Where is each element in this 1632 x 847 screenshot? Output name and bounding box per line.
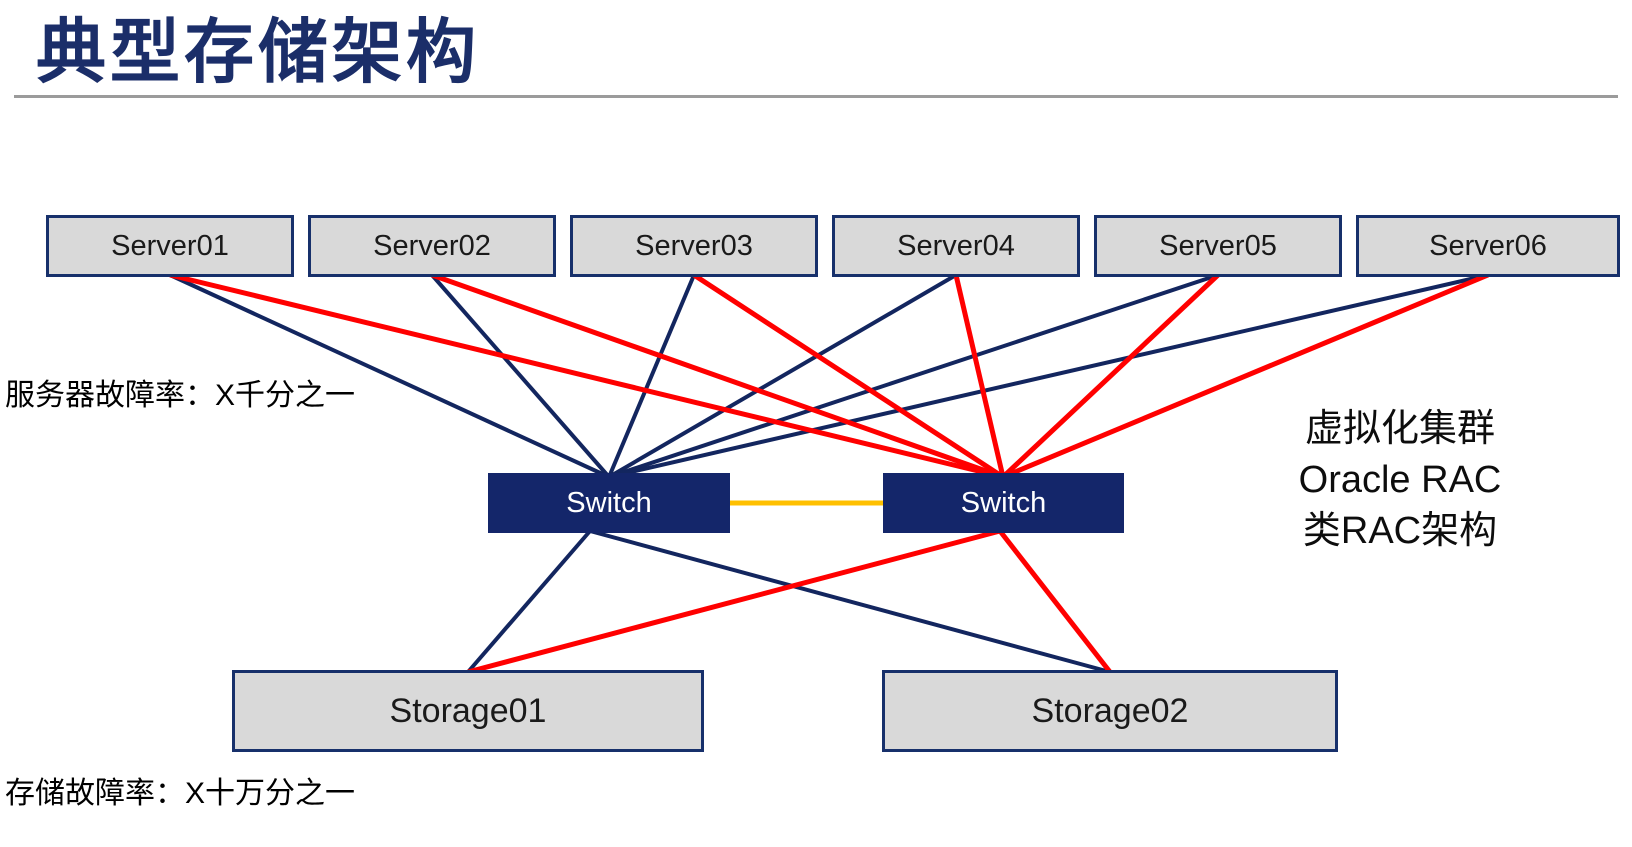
cluster-annotation-line-2: Oracle RAC: [1298, 459, 1502, 501]
cluster-annotation: 虚拟化集群 Oracle RAC 类RAC架构: [1278, 404, 1522, 557]
server-failure-note: 服务器故障率：X千分之一: [5, 379, 356, 412]
storage02-box: Storage02: [882, 670, 1338, 752]
link-server05-switch-a: [608, 273, 1219, 479]
switch-right-box: Switch: [883, 473, 1124, 533]
link-switch-a-storage01: [466, 529, 592, 674]
link-server06-switch-a: [608, 273, 1489, 479]
link-server02-switch-a: [430, 273, 611, 479]
link-server03-switch-a: [607, 274, 696, 478]
server01-box: Server01: [46, 215, 294, 277]
link-switch-b-storage01: [467, 528, 1001, 675]
server06-box: Server06: [1356, 215, 1620, 277]
link-server02-switch-b: [431, 272, 1004, 480]
cluster-annotation-line-3: 类RAC架构: [1302, 510, 1498, 552]
server05-box: Server05: [1094, 215, 1342, 277]
link-server01-switch-b: [169, 272, 1004, 480]
page-title: 典型存储架构: [36, 13, 480, 91]
link-server04-switch-a: [607, 273, 958, 479]
title-divider: [14, 95, 1618, 98]
storage-failure-note: 存储故障率：X十万分之一: [5, 777, 356, 810]
link-switch-a-storage02: [589, 529, 1111, 674]
link-server05-switch-b: [1001, 273, 1220, 479]
server02-box: Server02: [308, 215, 556, 277]
link-server03-switch-b: [692, 272, 1005, 480]
link-server01-switch-a: [169, 273, 610, 479]
server03-box: Server03: [570, 215, 818, 277]
storage01-box: Storage01: [232, 670, 704, 752]
link-switch-b-storage02: [998, 529, 1112, 674]
switch-left-box: Switch: [488, 473, 730, 533]
cluster-annotation-line-1: 虚拟化集群: [1304, 408, 1495, 450]
link-server04-switch-b: [953, 274, 1006, 478]
link-server06-switch-b: [1002, 272, 1489, 480]
server04-box: Server04: [832, 215, 1080, 277]
